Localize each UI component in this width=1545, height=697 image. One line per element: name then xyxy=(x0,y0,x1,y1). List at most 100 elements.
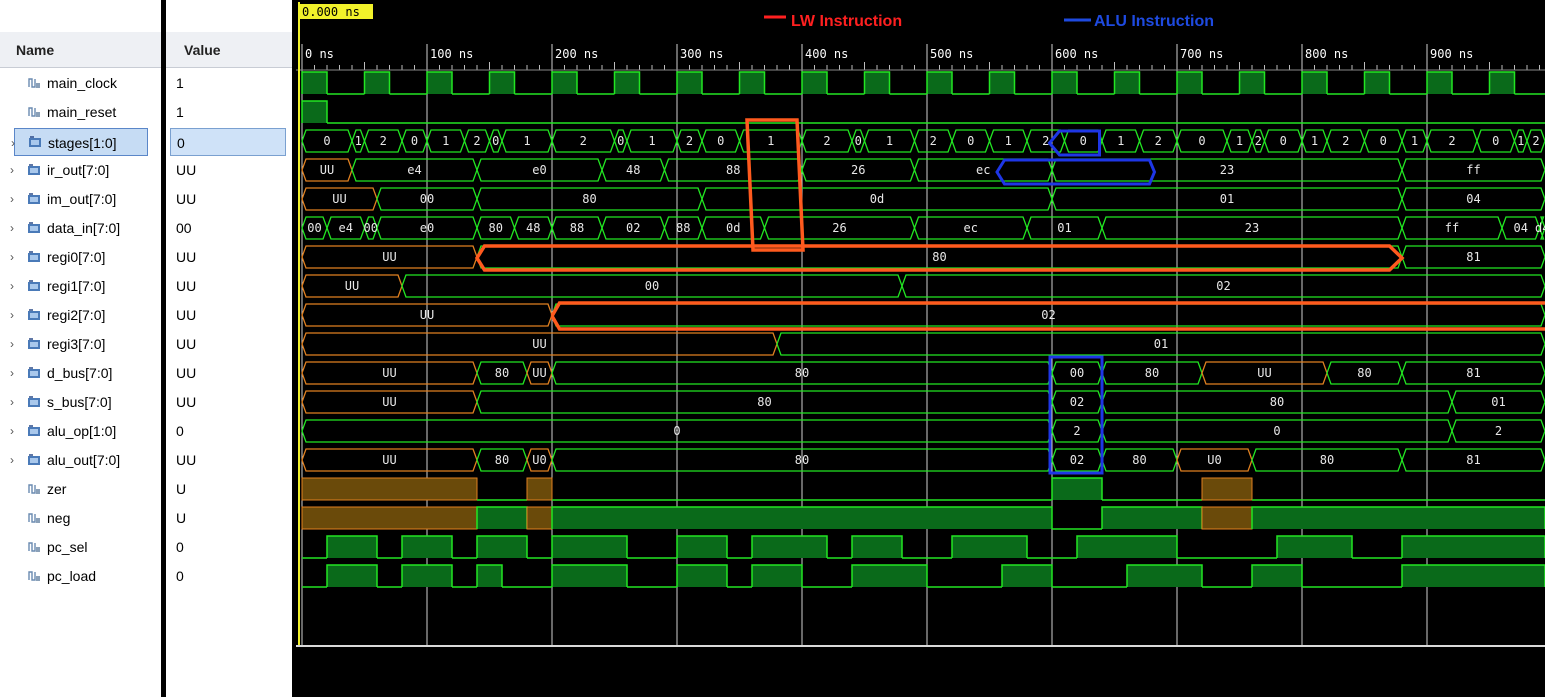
signal-value[interactable]: 0 xyxy=(166,533,292,562)
bus-value-label: 2 xyxy=(686,134,693,148)
undefined-segment xyxy=(526,477,553,501)
signal-value[interactable]: UU xyxy=(166,301,292,330)
signal-value[interactable]: UU xyxy=(166,156,292,185)
chevron-right-icon[interactable]: › xyxy=(10,395,14,409)
signal-value[interactable]: UU xyxy=(166,185,292,214)
signal-value[interactable]: 1 xyxy=(166,98,292,127)
bus-value-label: 2 xyxy=(930,134,937,148)
high-segment xyxy=(1052,478,1102,500)
signal-row[interactable]: main_reset xyxy=(0,98,161,127)
bus-value-label: ec xyxy=(964,221,978,235)
bus-value-label: 81 xyxy=(1466,250,1480,264)
signal-row[interactable]: ›regi0[7:0] xyxy=(0,243,161,272)
signal-row[interactable]: ›im_out[7:0] xyxy=(0,185,161,214)
bus-value-label: 1 xyxy=(886,134,893,148)
bus-signal-icon xyxy=(28,367,40,378)
signal-value[interactable]: U xyxy=(166,475,292,504)
high-edge xyxy=(863,71,891,94)
high-edge xyxy=(801,71,828,94)
signal-value[interactable]: 0 xyxy=(170,128,286,156)
high-edge xyxy=(1426,71,1453,94)
bus-value-label: 1 xyxy=(1117,134,1124,148)
chevron-right-icon[interactable]: › xyxy=(10,308,14,322)
bus-value-label: 1 xyxy=(355,134,362,148)
bus-value-label: UU xyxy=(532,366,546,380)
signal-name: neg xyxy=(47,510,71,526)
chevron-right-icon[interactable]: › xyxy=(10,424,14,438)
signal-row[interactable]: neg xyxy=(0,504,161,533)
signal-value[interactable]: UU xyxy=(166,446,292,475)
chevron-right-icon[interactable]: › xyxy=(10,366,14,380)
bus-value-label: 88 xyxy=(726,163,740,177)
signal-row[interactable]: › regi2[7:0] xyxy=(0,301,161,330)
high-edge xyxy=(326,564,378,587)
signal-row[interactable]: pc_load xyxy=(0,562,161,591)
bit-signal-icon xyxy=(28,107,40,117)
high-segment xyxy=(614,72,640,94)
value-column-header[interactable]: Value xyxy=(166,32,292,68)
bus-value-label: UU xyxy=(320,163,334,177)
signal-row[interactable]: ›data_in[7:0] xyxy=(0,214,161,243)
high-edge xyxy=(1176,71,1203,94)
signal-name: regi2[7:0] xyxy=(47,307,106,323)
signal-row[interactable]: ›regi3[7:0] xyxy=(0,330,161,359)
bus-value-label: 80 xyxy=(795,366,809,380)
lw-regi0-highlight xyxy=(474,244,1405,272)
signal-row[interactable]: main_clock xyxy=(0,69,161,98)
signal-value[interactable]: 00 xyxy=(166,214,292,243)
high-segment xyxy=(1427,72,1452,94)
signal-value[interactable]: 0 xyxy=(166,417,292,446)
chevron-right-icon[interactable]: › xyxy=(10,163,14,177)
name-column-header[interactable]: Name xyxy=(0,32,161,68)
chevron-right-icon[interactable]: › xyxy=(10,192,14,206)
signal-value[interactable]: UU xyxy=(166,359,292,388)
signal-name: pc_load xyxy=(47,568,97,584)
high-edge xyxy=(926,71,953,94)
signal-value[interactable]: 1 xyxy=(166,69,292,98)
signal-row[interactable]: ›s_bus[7:0] xyxy=(0,388,161,417)
high-segment xyxy=(677,565,727,587)
high-segment xyxy=(927,72,952,94)
signal-row[interactable]: ›stages[1:0] xyxy=(11,128,148,156)
signal-name: alu_op[1:0] xyxy=(47,423,117,439)
bus-value-label: 0 xyxy=(967,134,974,148)
signal-value[interactable]: UU xyxy=(166,272,292,301)
bus-value-label: 2 xyxy=(1532,134,1539,148)
bus-value-label: 0 xyxy=(1080,134,1087,148)
bus-value-label: U0 xyxy=(532,453,546,467)
bus-value-label: 1 xyxy=(1236,134,1243,148)
chevron-right-icon[interactable]: › xyxy=(10,250,14,264)
signal-row[interactable]: ›regi1[7:0] xyxy=(0,272,161,301)
time-tick-label: 100 ns xyxy=(430,47,473,61)
bus-value-label: ff xyxy=(1466,163,1480,177)
high-segment xyxy=(989,72,1015,94)
signal-value[interactable]: UU xyxy=(166,243,292,272)
chevron-right-icon[interactable]: › xyxy=(10,337,14,351)
signal-value[interactable]: U xyxy=(166,504,292,533)
signal-value-text: UU xyxy=(176,278,197,294)
signal-row[interactable]: ›d_bus[7:0] xyxy=(0,359,161,388)
high-segment xyxy=(552,507,1052,529)
signal-row[interactable]: pc_sel xyxy=(0,533,161,562)
chevron-right-icon[interactable]: › xyxy=(10,279,14,293)
signal-value[interactable]: 0 xyxy=(166,562,292,591)
bus-value-label: 1 xyxy=(1517,134,1524,148)
bus-value-label: 80 xyxy=(757,395,771,409)
high-segment xyxy=(1277,536,1352,558)
signal-value[interactable]: UU xyxy=(166,388,292,417)
signal-value[interactable]: UU xyxy=(166,330,292,359)
signal-value-text: UU xyxy=(176,307,197,323)
undefined-segment xyxy=(1201,477,1253,501)
signal-row[interactable]: › alu_op[1:0] xyxy=(0,417,161,446)
signal-row[interactable]: ›ir_out[7:0] xyxy=(0,156,161,185)
chevron-right-icon[interactable]: › xyxy=(10,453,14,467)
signal-row[interactable]: ›alu_out[7:0] xyxy=(0,446,161,475)
chevron-right-icon[interactable]: › xyxy=(11,136,15,150)
high-segment xyxy=(1177,72,1202,94)
chevron-right-icon[interactable]: › xyxy=(10,221,14,235)
signal-row[interactable]: zer xyxy=(0,475,161,504)
high-segment xyxy=(1489,72,1515,94)
